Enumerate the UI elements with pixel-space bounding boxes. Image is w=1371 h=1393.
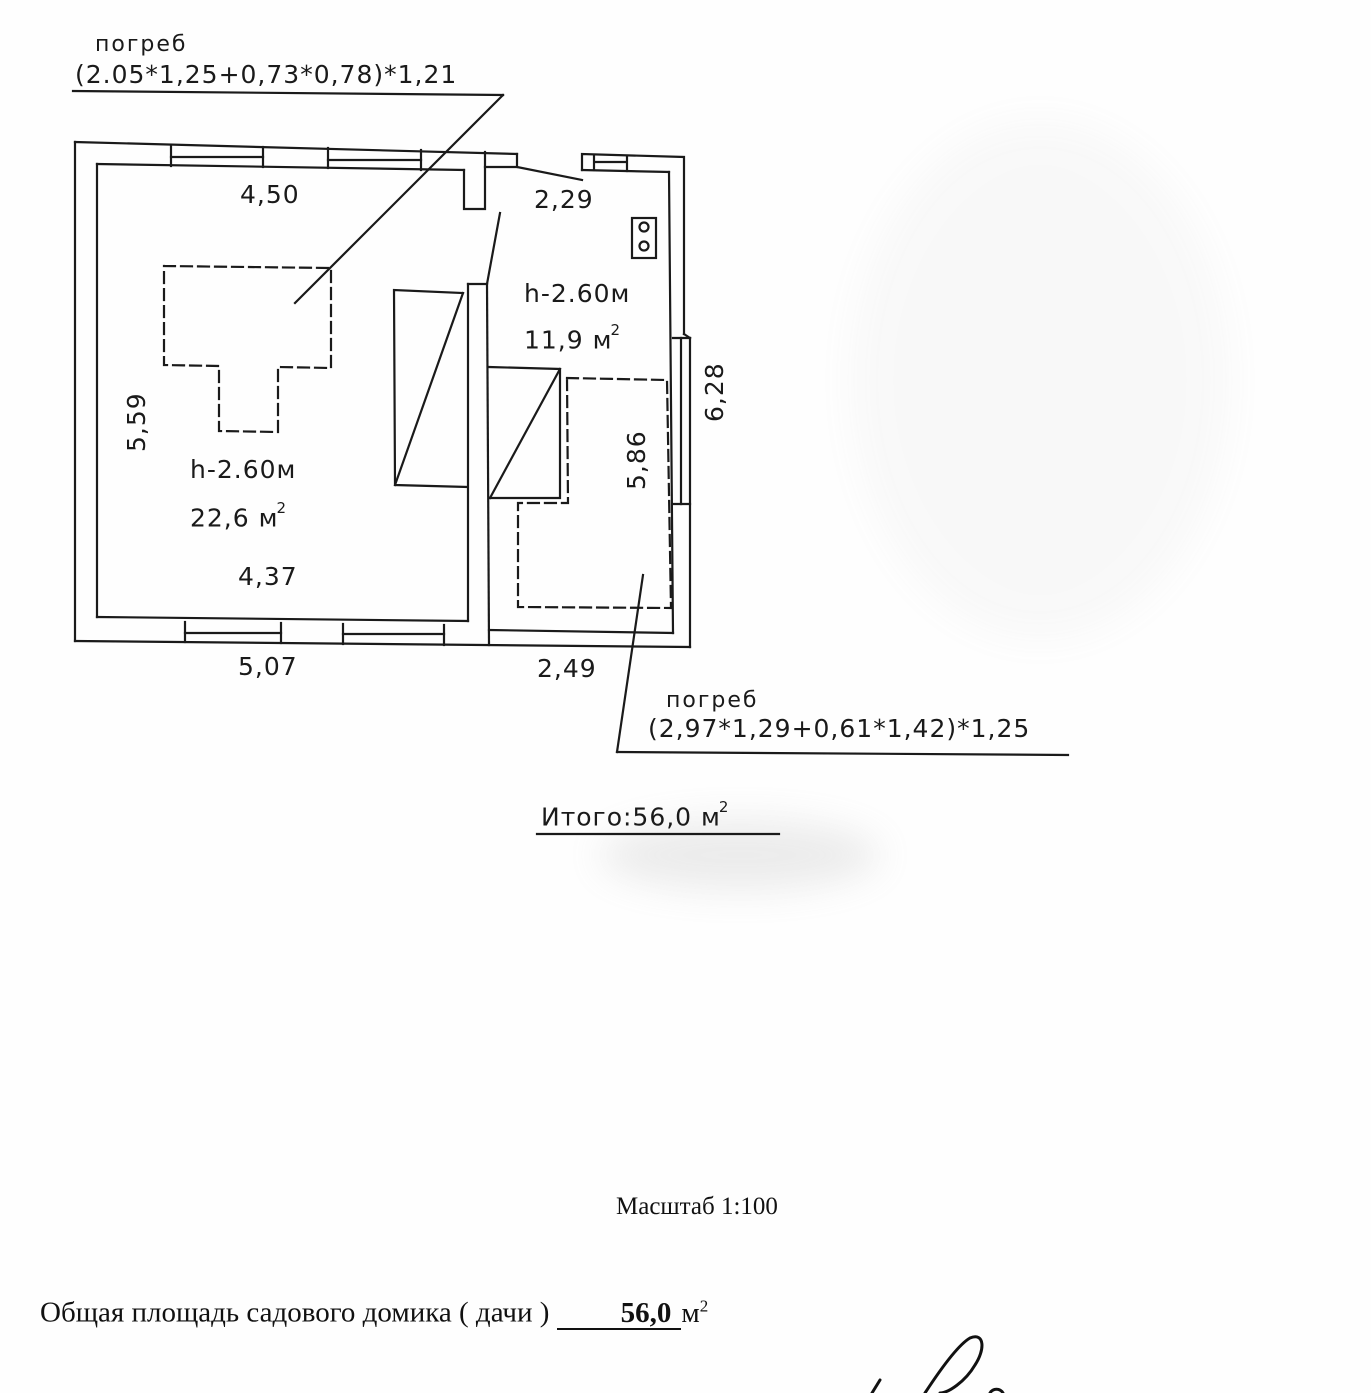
signature xyxy=(870,1335,1005,1393)
cellar-1-formula: (2.05*1,25+0,73*0,78)*1,21 xyxy=(75,60,458,89)
summary-value: 56,0 xyxy=(556,1298,682,1330)
scan-smudge xyxy=(850,120,1230,640)
cellar-2-outline xyxy=(516,376,673,610)
total-area-label: Итого:56,0 м2 xyxy=(541,798,730,832)
room-2-inner-dim: 5,86 xyxy=(622,430,651,490)
cellar-1-title: погреб xyxy=(95,32,188,57)
outer-bottom-right-dim: 2,49 xyxy=(537,654,597,683)
cellar-1-leader xyxy=(71,89,505,305)
room-1-top-dim: 4,50 xyxy=(240,180,300,209)
outer-right-dim: 6,28 xyxy=(700,362,729,422)
room-2-height: h-2.60м xyxy=(524,279,631,308)
summary-unit: м2 xyxy=(681,1296,709,1329)
summary-line: Общая площадь садового домика ( дачи ) 5… xyxy=(40,1296,708,1330)
cellar-2-title: погреб xyxy=(666,688,759,713)
outer-bottom-left-dim: 5,07 xyxy=(238,652,298,681)
room-1-height: h-2.60м xyxy=(190,455,297,484)
scale-label: Масштаб 1:100 xyxy=(616,1193,778,1220)
room-1-area: 22,6 м2 xyxy=(190,499,288,533)
summary-label: Общая площадь садового домика ( дачи ) xyxy=(40,1296,550,1329)
room-2-walls xyxy=(487,152,692,649)
room-1-bottom-dim: 4,37 xyxy=(238,562,298,591)
room-1-walls xyxy=(73,140,692,649)
cellar-1-outline xyxy=(162,264,333,434)
cellar-2-formula: (2,97*1,29+0,61*1,42)*1,25 xyxy=(648,714,1031,743)
cellar-2-leader xyxy=(615,573,1070,757)
scan-smudge xyxy=(600,820,880,890)
stair-right xyxy=(487,365,562,500)
room-2-top-dim: 2,29 xyxy=(534,185,594,214)
room-1-left-dim: 5,59 xyxy=(122,392,151,452)
stair-left xyxy=(392,288,469,489)
stove-icon xyxy=(630,216,658,260)
room-2-area: 11,9 м2 xyxy=(524,321,622,355)
